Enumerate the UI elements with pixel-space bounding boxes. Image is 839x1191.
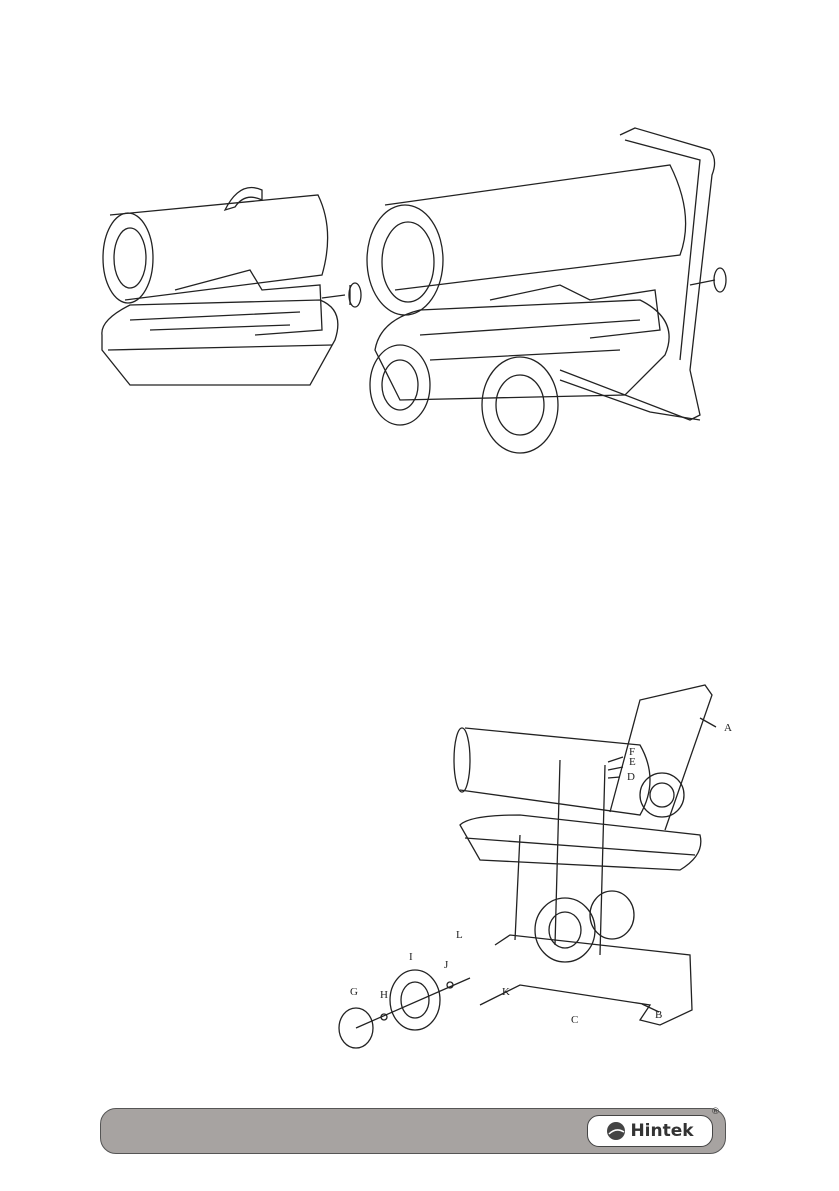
part-label-g: G — [350, 986, 358, 998]
part-label-h: H — [380, 989, 388, 1001]
part-label-f: F — [629, 746, 635, 758]
part-label-b: B — [655, 1009, 662, 1021]
part-label-d: D — [627, 771, 635, 783]
heater-large-drawing — [367, 128, 726, 453]
part-label-i: I — [409, 951, 413, 963]
footer-bar: Hintek ® — [100, 1108, 726, 1154]
part-label-a: A — [724, 722, 732, 734]
exploded-assembly-drawing — [339, 685, 716, 1048]
part-label-k: K — [502, 986, 510, 998]
heater-small-drawing — [102, 188, 361, 386]
part-label-j: J — [444, 959, 448, 971]
part-label-l: L — [456, 929, 463, 941]
registered-mark: ® — [711, 1107, 720, 1117]
part-label-c: C — [571, 1014, 578, 1026]
brand-logo: Hintek ® — [587, 1115, 713, 1147]
brand-name: Hintek — [630, 1121, 693, 1141]
logo-swoosh-icon — [606, 1121, 626, 1141]
